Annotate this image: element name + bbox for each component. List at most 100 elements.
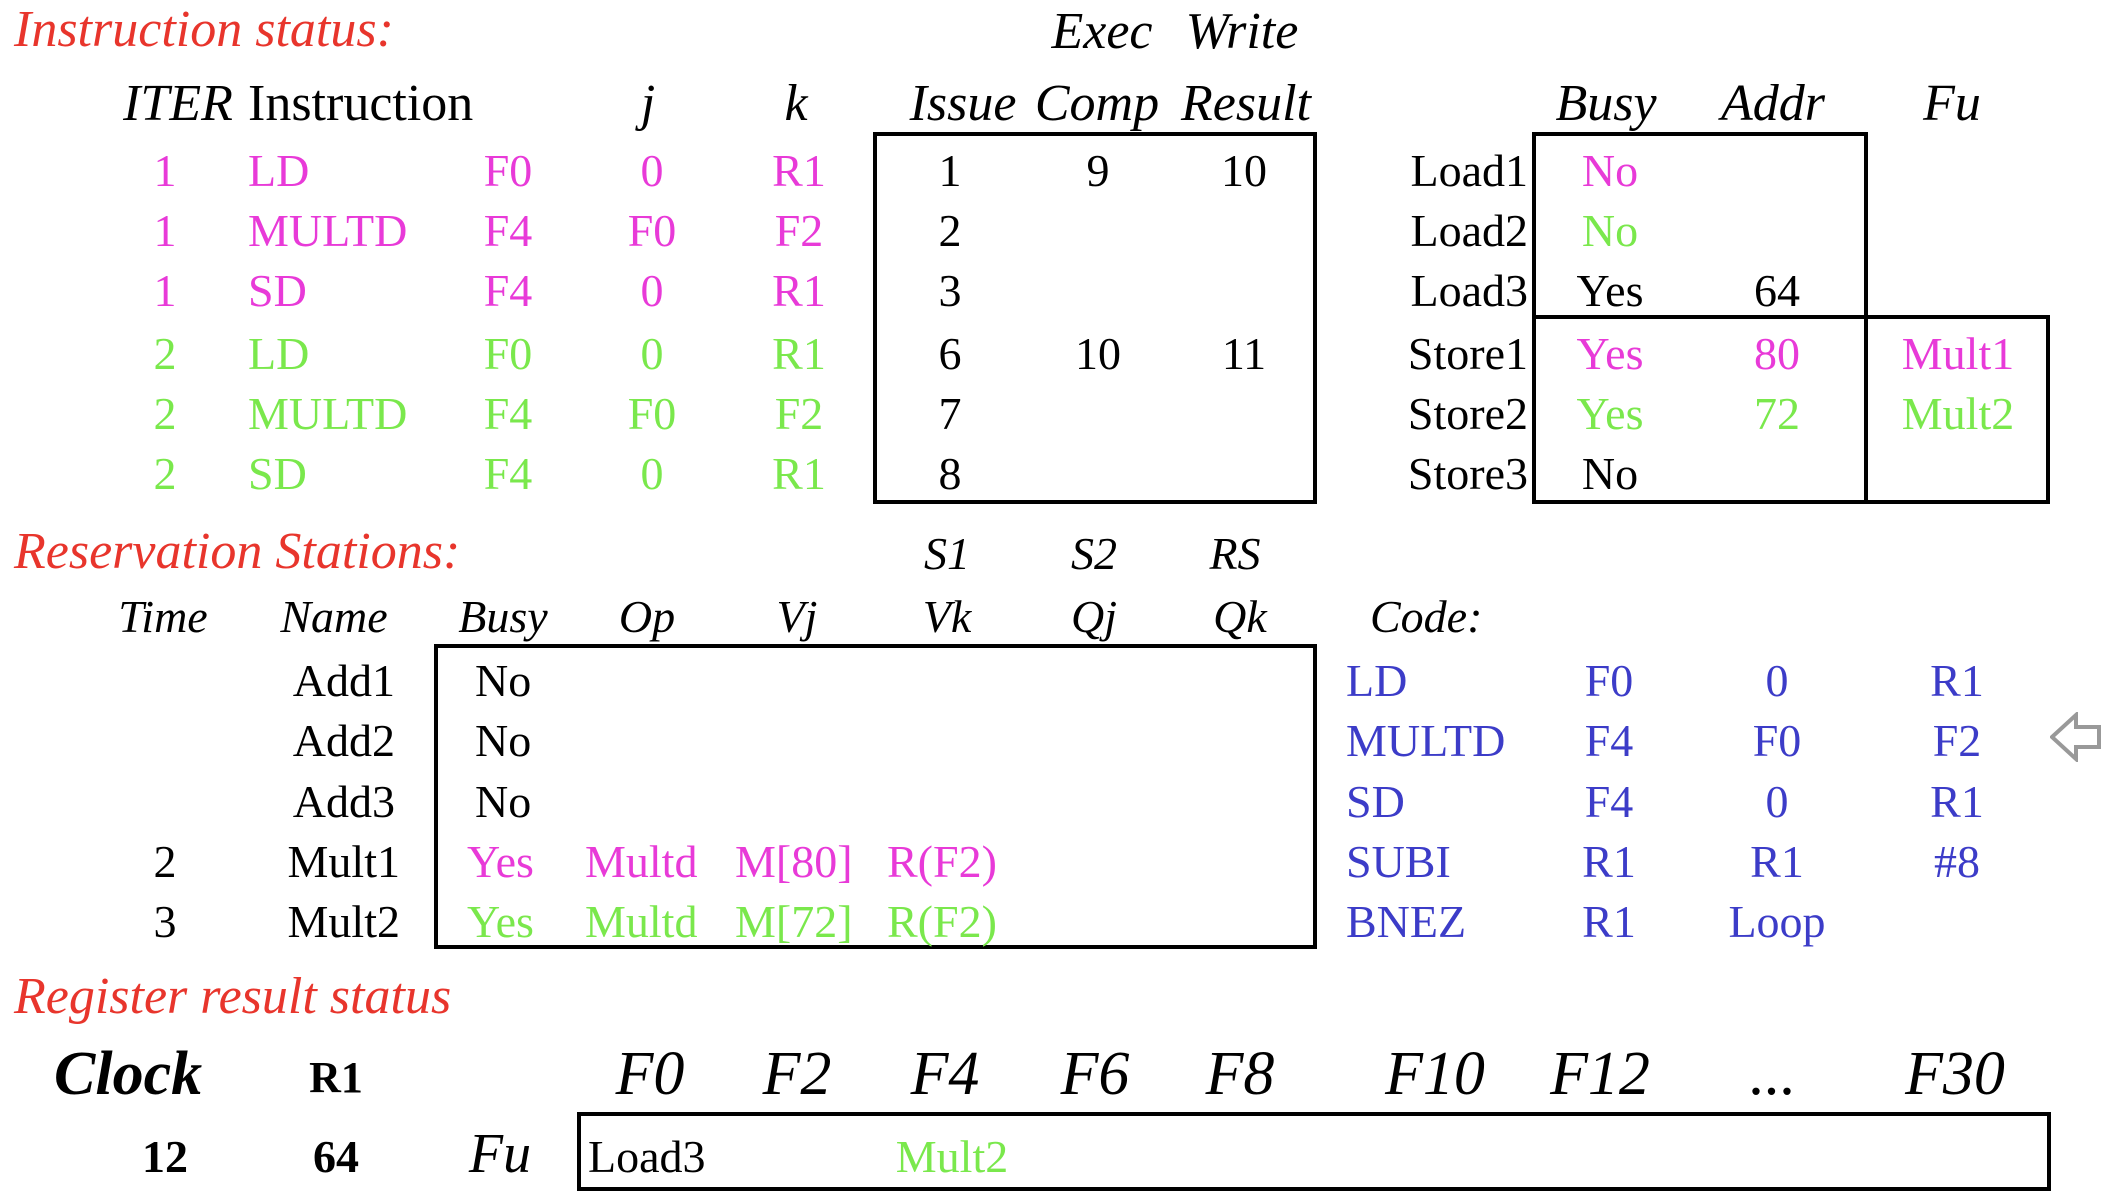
lsq-name: Store1: [1407, 328, 1528, 379]
reservation-stations-title: Reservation Stations:: [14, 523, 461, 580]
issue-header: Issue: [909, 75, 1017, 132]
result-header: Result: [1181, 75, 1311, 132]
fu-cell: Load3: [588, 1131, 706, 1182]
lsq-divider: [1532, 315, 2050, 319]
instruction-header: Instruction: [248, 75, 474, 132]
code-a: F4: [1584, 776, 1634, 827]
rs-name: Mult2: [287, 896, 400, 947]
qk-header: Qk: [1213, 591, 1267, 642]
j-header: j: [640, 75, 656, 132]
clock-label: Clock: [54, 1040, 203, 1108]
instr-op: LD: [248, 328, 310, 379]
lsq-fu: Mult2: [1901, 388, 2015, 439]
register-result-status-title: Register result status: [14, 968, 452, 1025]
code-op: LD: [1346, 655, 1408, 706]
instr-kk: R1: [772, 145, 826, 196]
rs-vk: R(F2): [887, 836, 997, 887]
rs-time: 2: [153, 836, 177, 887]
time-header: Time: [118, 591, 208, 642]
reg-header: F12: [1550, 1040, 1650, 1108]
code-a: F0: [1584, 655, 1634, 706]
code-b: F0: [1752, 715, 1802, 766]
instr-op: SD: [248, 448, 307, 499]
rs-op: Multd: [585, 896, 698, 947]
instr-kk: R1: [772, 448, 826, 499]
name-header: Name: [280, 591, 388, 642]
vj-header: Vj: [776, 591, 818, 642]
lsq-busy: Yes: [1576, 265, 1644, 316]
lsq-busy: No: [1581, 205, 1639, 256]
instr-k: 0: [640, 448, 664, 499]
qj-header: Qj: [1071, 591, 1117, 642]
instr-k: 0: [640, 328, 664, 379]
instr-k: 0: [640, 265, 664, 316]
fu-status-box: [577, 1112, 2051, 1191]
issue-cell: 6: [938, 328, 962, 379]
code-label: Code:: [1370, 591, 1483, 642]
reg-header: F10: [1385, 1040, 1485, 1108]
instr-j: F4: [483, 205, 533, 256]
instr-iter: 2: [153, 448, 177, 499]
lsq-name: Store2: [1407, 388, 1528, 439]
issue-cell: 3: [938, 265, 962, 316]
current-line-arrow-icon: [2050, 712, 2101, 762]
reg-header: F4: [910, 1040, 980, 1108]
reg-header: F0: [615, 1040, 685, 1108]
code-c: R1: [1930, 655, 1984, 706]
lsq-name: Load3: [1410, 265, 1528, 316]
instr-k: 0: [640, 145, 664, 196]
rs-vj: M[72]: [735, 896, 853, 947]
lsq-fu-header: Fu: [1923, 75, 1981, 132]
rs-busy: Yes: [467, 896, 534, 947]
exec-header: Exec: [1051, 3, 1153, 60]
rs-busy: No: [475, 776, 532, 827]
instr-op: LD: [248, 145, 310, 196]
clock-value: 12: [142, 1131, 188, 1182]
lsq-fu: Mult1: [1901, 328, 2015, 379]
lsq-fu-box: [1864, 315, 2050, 504]
instruction-status-title: Instruction status:: [14, 1, 394, 58]
code-op: MULTD: [1346, 715, 1506, 766]
comp-cell: 9: [1086, 145, 1110, 196]
reg-header: ...: [1749, 1040, 1797, 1108]
lsq-busy-header: Busy: [1555, 75, 1657, 132]
exec-status-box: [873, 132, 1317, 504]
lsq-name: Load1: [1410, 145, 1528, 196]
s1-header: S1: [924, 528, 970, 579]
lsq-addr: 80: [1754, 328, 1800, 379]
instr-op: MULTD: [248, 388, 408, 439]
instr-k: F0: [627, 205, 677, 256]
instr-j: F4: [483, 265, 533, 316]
code-op: BNEZ: [1346, 896, 1467, 947]
instr-iter: 2: [153, 328, 177, 379]
instr-j: F0: [483, 328, 533, 379]
vk-header: Vk: [922, 591, 972, 642]
lsq-name: Load2: [1410, 205, 1528, 256]
rs-time: 3: [153, 896, 177, 947]
comp-header: Comp: [1034, 75, 1160, 132]
instr-kk: F2: [774, 388, 824, 439]
busy-header: Busy: [458, 591, 548, 642]
instr-iter: 2: [153, 388, 177, 439]
instr-kk: F2: [774, 205, 824, 256]
code-c: #8: [1934, 836, 1980, 887]
issue-cell: 1: [938, 145, 962, 196]
lsq-addr: 64: [1754, 265, 1800, 316]
s2-header: S2: [1071, 528, 1117, 579]
lsq-busy: Yes: [1576, 328, 1644, 379]
lsq-busy: No: [1581, 145, 1639, 196]
issue-cell: 8: [938, 448, 962, 499]
instr-op: MULTD: [248, 205, 408, 256]
instr-op: SD: [248, 265, 307, 316]
instr-j: F4: [483, 448, 533, 499]
issue-cell: 2: [938, 205, 962, 256]
code-a: R1: [1582, 836, 1636, 887]
result-cell: 10: [1221, 145, 1267, 196]
instr-k: F0: [627, 388, 677, 439]
lsq-name: Store3: [1407, 448, 1528, 499]
rs-name: Mult1: [287, 836, 400, 887]
lsq-addr: 72: [1754, 388, 1800, 439]
code-op: SUBI: [1346, 836, 1451, 887]
iter-header: ITER: [123, 75, 233, 132]
code-b: 0: [1765, 655, 1789, 706]
